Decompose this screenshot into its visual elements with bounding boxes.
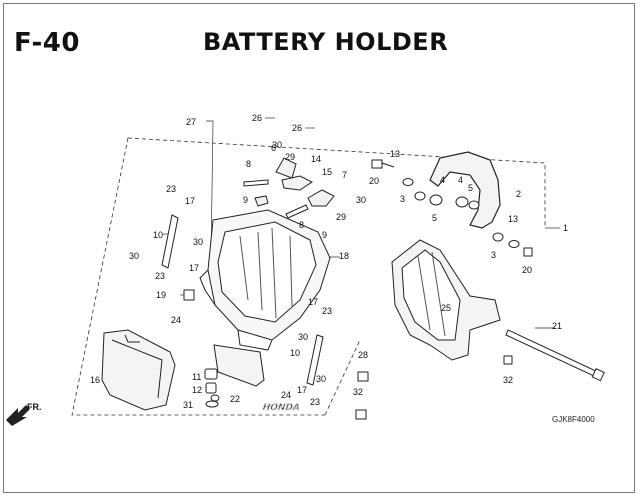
callout: 8	[246, 159, 251, 169]
battery-cover-part	[101, 329, 176, 411]
callout: 30	[356, 195, 366, 205]
callout: 9	[322, 230, 327, 240]
callout: 17	[189, 263, 199, 273]
grip-handle-part	[429, 151, 501, 229]
callout: 12	[192, 385, 202, 395]
callout: 8	[299, 220, 304, 230]
callout: 20	[369, 176, 379, 186]
honda-watermark: HONDA	[260, 402, 302, 414]
callout: 13	[508, 214, 518, 224]
callout: 5	[432, 213, 437, 223]
callout: 23	[166, 184, 176, 194]
callout: 3	[400, 194, 405, 204]
callout: 7	[342, 170, 347, 180]
callout: 13	[390, 149, 400, 159]
callout: 4	[458, 175, 463, 185]
callout: 16	[90, 375, 100, 385]
callout: 3	[491, 250, 496, 260]
callout: 26	[252, 113, 262, 123]
callout: 2	[516, 189, 521, 199]
rod-parts	[161, 214, 324, 386]
front-arrow-icon: FR.	[6, 402, 42, 426]
callout: 11	[192, 372, 201, 382]
callout: 24	[281, 390, 291, 400]
callout: 17	[308, 297, 318, 307]
long-bolt-part	[505, 329, 605, 382]
frame-bracket-part	[391, 239, 501, 361]
battery-holder-box-part	[199, 209, 331, 351]
small-hardware	[183, 289, 265, 408]
callout: 22	[230, 394, 240, 404]
pin-parts	[243, 179, 309, 219]
section-code: F-40	[14, 28, 80, 58]
callout: 26	[292, 123, 302, 133]
callout: 23	[322, 306, 332, 316]
callout: 10	[153, 230, 163, 240]
callout-labels: 1 2 3 3 4 4 5 5 6 7 8 8 9 9 10 10 11 12 …	[90, 113, 568, 410]
callout: 29	[285, 152, 295, 162]
bolt-parts	[355, 159, 533, 420]
callout: 27	[186, 117, 196, 127]
callout: 29	[336, 212, 346, 222]
callout: 9	[243, 195, 248, 205]
callout: 19	[156, 290, 166, 300]
front-label: FR.	[27, 402, 42, 412]
collar-washers	[402, 178, 520, 248]
callout: 30	[316, 374, 326, 384]
page-title: BATTERY HOLDER	[203, 28, 449, 56]
callout: 28	[358, 350, 368, 360]
callout: 1	[563, 223, 568, 233]
callout: 25	[441, 303, 451, 313]
callout: 17	[185, 196, 195, 206]
callout: 14	[311, 154, 321, 164]
callout: 30	[129, 251, 139, 261]
callout: 18	[339, 251, 349, 261]
callout: 20	[522, 265, 532, 275]
watermark-text: HONDA	[261, 402, 302, 413]
callout: 6	[271, 143, 276, 153]
callout: 30	[298, 332, 308, 342]
callout: 31	[183, 400, 193, 410]
callout: 30	[272, 140, 282, 150]
diagram-frame	[3, 3, 635, 493]
callout: 23	[155, 271, 165, 281]
callout: 5	[468, 183, 473, 193]
drawing-reference-code: GJK8F4000	[552, 415, 595, 424]
callout: 24	[171, 315, 181, 325]
callout: 21	[552, 321, 562, 331]
callout: 32	[503, 375, 513, 385]
group-boundary	[71, 137, 546, 416]
callout: 10	[290, 348, 300, 358]
latch-parts	[254, 157, 335, 207]
callout: 4	[440, 175, 445, 185]
callout: 30	[193, 237, 203, 247]
callout: 23	[310, 397, 320, 407]
callout: 17	[297, 385, 307, 395]
callout: 32	[353, 387, 363, 397]
callout: 15	[322, 167, 332, 177]
